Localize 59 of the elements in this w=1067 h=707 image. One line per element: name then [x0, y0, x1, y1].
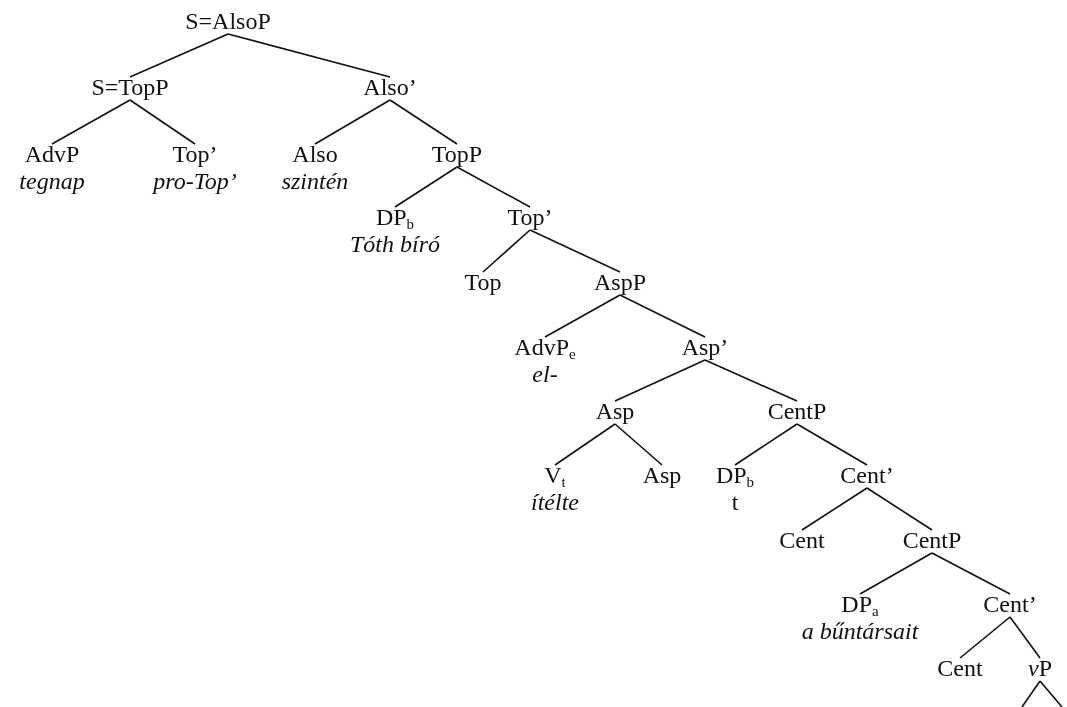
category-label: AdvP	[24, 141, 80, 168]
branch-line	[796, 423, 868, 466]
branch-line	[959, 616, 1011, 659]
branch-line	[394, 166, 458, 208]
word-gloss: t	[731, 489, 739, 516]
branch-line	[482, 229, 531, 273]
branch-line	[859, 552, 933, 595]
category-label: Asp	[595, 398, 635, 425]
category-label: Top’	[172, 141, 218, 168]
category-label: DP$_{b}$	[715, 462, 755, 489]
word-gloss: ítélte	[531, 489, 579, 516]
branch-line	[129, 99, 196, 145]
category-label: S=AlsoP	[185, 8, 271, 35]
category-label: Cent’	[983, 591, 1037, 618]
branch-line	[801, 487, 868, 531]
branch-line	[51, 99, 131, 145]
branch-line	[314, 99, 391, 145]
word-gloss: Tóth bíró	[350, 231, 440, 258]
word-gloss: tegnap	[19, 168, 85, 195]
word-gloss: pro-Top’	[153, 168, 237, 195]
category-label: Cent	[779, 527, 825, 554]
category-label: CentP	[902, 527, 962, 554]
category-label: Top’	[507, 204, 553, 231]
word-gloss: szintén	[281, 168, 349, 195]
branch-line	[1021, 680, 1041, 707]
category-label: Also	[292, 141, 338, 168]
branch-line	[456, 166, 531, 208]
category-label: S=TopP	[91, 74, 169, 101]
category-label: Cent’	[840, 462, 894, 489]
category-label: AdvP$_{e}$	[514, 334, 576, 361]
branch-line	[544, 294, 621, 338]
branch-line	[619, 294, 706, 338]
category-label: DP$_{b}$	[375, 204, 415, 231]
category-label: V$_{t}$	[544, 462, 566, 489]
branch-line	[931, 552, 1011, 595]
branch-line	[704, 359, 798, 402]
branch-line	[734, 423, 798, 466]
branch-line	[614, 423, 663, 466]
word-gloss: el-	[532, 361, 558, 388]
branch-line	[1009, 616, 1041, 659]
category-label: Asp	[642, 462, 682, 489]
branch-line	[389, 99, 458, 145]
branch-line	[554, 423, 616, 466]
word-gloss: a bűntársait	[801, 618, 919, 645]
category-label: Also’	[363, 74, 417, 101]
category-label: DP$_{a}$	[841, 591, 879, 618]
category-label: Cent	[937, 655, 983, 682]
branch-line	[227, 33, 391, 78]
branch-line	[1039, 680, 1063, 707]
category-label: TopP	[431, 141, 483, 168]
branch-line	[614, 359, 706, 402]
category-label: CentP	[767, 398, 827, 425]
branch-line	[529, 229, 621, 273]
category-label: vP	[1028, 655, 1052, 682]
branch-line	[129, 33, 229, 78]
category-label: AspP	[594, 269, 646, 296]
category-label: Top	[464, 269, 502, 296]
category-label: Asp’	[681, 334, 729, 361]
branch-line	[866, 487, 933, 531]
